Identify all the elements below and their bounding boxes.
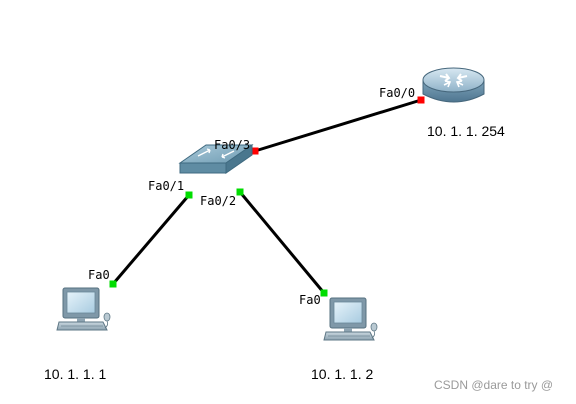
link-status-dot <box>185 191 193 199</box>
pc1-ip-label: 10. 1. 1. 1 <box>44 366 106 382</box>
link-switch-pc1[interactable] <box>111 194 191 285</box>
pc2[interactable] <box>323 297 378 341</box>
link-switch-router[interactable] <box>254 98 422 153</box>
pc2-port-label: Fa0 <box>299 293 321 307</box>
pc-icon <box>323 297 378 341</box>
switch-icon <box>178 144 254 174</box>
router-ip-label: 10. 1. 1. 254 <box>427 123 505 139</box>
link-status-dot <box>417 96 425 104</box>
switch-port-label-fa03: Fa0/3 <box>214 138 250 152</box>
link-status-dot <box>109 280 117 288</box>
link-status-dot <box>251 147 259 155</box>
link-switch-pc2[interactable] <box>238 191 326 294</box>
router-icon <box>422 67 485 103</box>
pc1[interactable] <box>56 287 111 331</box>
router[interactable] <box>422 67 485 103</box>
switch-port-label-fa01: Fa0/1 <box>148 179 184 193</box>
switch-port-label-fa02: Fa0/2 <box>200 194 236 208</box>
pc2-ip-label: 10. 1. 1. 2 <box>311 366 373 382</box>
pc-icon <box>56 287 111 331</box>
switch[interactable] <box>178 144 254 174</box>
link-status-dot <box>236 188 244 196</box>
pc1-port-label: Fa0 <box>88 268 110 282</box>
watermark: CSDN @dare to try @ <box>434 378 553 392</box>
router-port-label: Fa0/0 <box>379 86 415 100</box>
link-status-dot <box>320 289 328 297</box>
